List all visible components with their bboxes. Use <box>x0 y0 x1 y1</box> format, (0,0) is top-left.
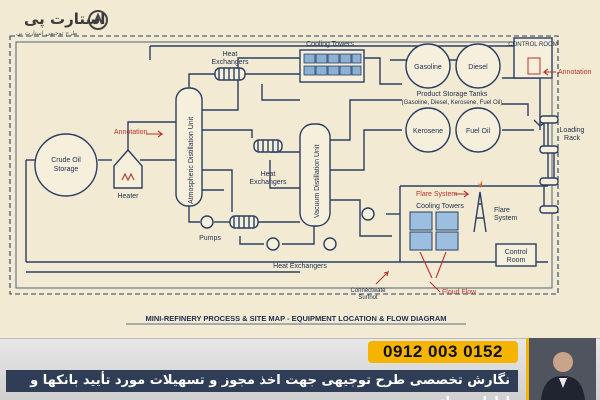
floud-flow-label: Floud Flow <box>442 289 477 296</box>
cooling-towers-right <box>409 211 459 279</box>
person-avatar-icon <box>529 338 596 400</box>
product-storage-sub-label: (Gasoline, Diesel, Kerosene, Fuel Oil) <box>402 100 503 106</box>
vacuum-unit-label: Vacuum Distillation Unit <box>314 145 321 218</box>
crude-oil-storage-tank <box>34 133 98 197</box>
site-boundary <box>9 35 559 295</box>
piping <box>25 45 549 273</box>
phone-number[interactable]: 0912 003 0152 <box>368 341 518 363</box>
heater <box>113 148 143 189</box>
logo: استارت پی طرح توجیهی استارت پی <box>6 4 108 44</box>
flare-system-red-label: Flare System <box>416 191 457 198</box>
banner-caption: نگارش تخصصی طرح توجیهی جهت اخذ مجوز و تس… <box>6 370 518 400</box>
cooling-towers-top-label: Cooling Towers <box>306 41 354 48</box>
kerosene-label: Kerosene <box>413 128 443 135</box>
atmospheric-unit-label: Atmospheric Distillation Unit <box>188 117 195 204</box>
control-room-top-label: CONTROL ROOM <box>508 42 557 48</box>
fuel-oil-label: Fuel Oil <box>466 128 491 135</box>
diesel-label: Diesel <box>468 64 488 71</box>
fuel-oil-tank <box>455 107 501 153</box>
annotation-left-label: Annotation <box>114 129 148 136</box>
gasoline-label: Gasoline <box>414 64 442 71</box>
pump-bottom-right-icon <box>323 237 337 251</box>
annotation-right-arrow <box>542 68 556 76</box>
loading-rack <box>539 115 559 214</box>
logo-text: استارت پی <box>24 10 106 28</box>
diagram-title: MINI-REFINERY PROCESS & SITE MAP - EQUIP… <box>146 314 447 323</box>
atmospheric-distillation-column <box>175 87 203 207</box>
person-photo <box>526 338 596 400</box>
pump-right-icon <box>361 207 375 221</box>
pumps-label: Pumps <box>199 235 221 242</box>
inner-boundary <box>15 41 553 289</box>
control-room-bottom <box>495 243 537 267</box>
diesel-tank <box>455 43 501 89</box>
annotation-right-label: Annotation <box>558 69 592 76</box>
heater-label: Heater <box>117 193 139 200</box>
cooling-tower-cells-top <box>303 53 362 76</box>
heat-exchanger-top <box>214 67 246 81</box>
cooling-towers-right-label: Cooling Towers <box>416 203 464 210</box>
annotation-left-arrow <box>146 130 164 138</box>
gasoline-tank <box>405 43 451 89</box>
kerosene-tank <box>405 107 451 153</box>
logo-mark-icon <box>88 10 108 30</box>
flare-stack-icon <box>473 180 487 233</box>
product-storage-tanks-label: Product Storage Tanks <box>417 91 488 98</box>
pump-bottom-left-icon <box>266 237 280 251</box>
pump-icon <box>200 215 214 229</box>
vacuum-distillation-column <box>299 123 331 227</box>
heat-exchangers-bottom-label: Heat Exchangers <box>273 263 327 270</box>
logo-subtitle: طرح توجیهی استارت پی <box>16 30 78 37</box>
